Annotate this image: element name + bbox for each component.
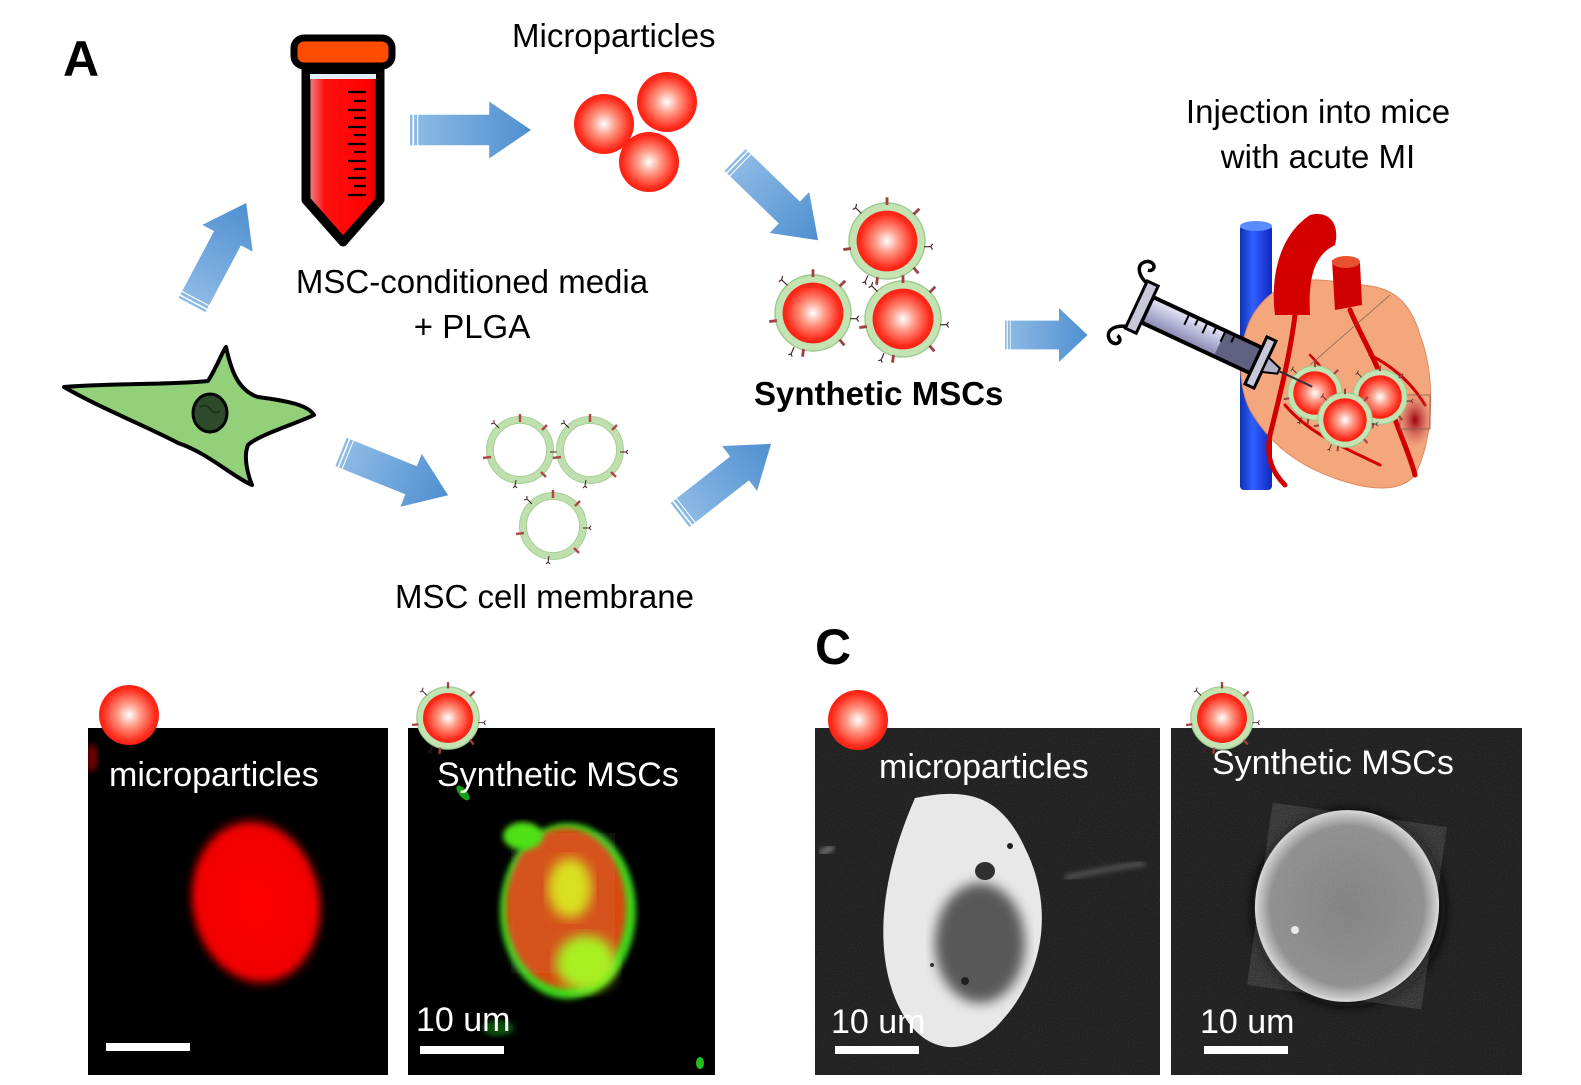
microparticle-icon (828, 690, 888, 750)
media-label-line1: MSC-conditioned media (295, 263, 649, 300)
sem-image-synthetic-mscs: Synthetic MSCs 10 um (1171, 728, 1522, 1075)
syringe-icon (1106, 259, 1313, 391)
scale-label: 10 um (416, 1001, 511, 1039)
msc-cell-icon (62, 345, 316, 487)
image-title: Synthetic MSCs (437, 756, 679, 794)
microparticles-label: Microparticles (512, 17, 716, 54)
fluorescent-microparticle (88, 744, 327, 991)
fluorescence-image-synthetic-mscs: Synthetic MSCs 10 um (408, 728, 715, 1075)
panel-letter-a: A (63, 31, 100, 87)
microparticles-icon (574, 72, 697, 192)
synthetic-mscs-icon (767, 195, 951, 365)
synthetic-msc-icon (410, 680, 487, 756)
image-title: microparticles (109, 756, 319, 794)
arrow-icon (409, 100, 532, 160)
panel-letter-c: C (815, 619, 852, 675)
image-title: microparticles (879, 748, 1089, 786)
synthetic-msc-icon (1184, 680, 1261, 756)
scale-label: 10 um (1200, 1003, 1295, 1041)
fluorescence-image-microparticles: microparticles (88, 728, 388, 1075)
membrane-label: MSC cell membrane (395, 578, 694, 615)
membrane-vesicles-icon (475, 410, 650, 570)
scale-label: 10 um (831, 1003, 926, 1041)
injection-label-line2: with acute MI (1220, 137, 1416, 175)
scale-bar (835, 1046, 919, 1054)
injection-label: Injection into mice with acute MI (1168, 90, 1468, 179)
arrow-icon (329, 424, 460, 523)
sem-synthetic-msc (1171, 728, 1522, 1075)
arrow-icon (1004, 307, 1089, 363)
injection-label-line1: Injection into mice (1185, 93, 1451, 130)
microparticle-icon (99, 685, 159, 745)
sem-image-microparticles: microparticles 10 um (815, 728, 1160, 1075)
media-label-line2: + PLGA (413, 307, 531, 345)
arrow-icon (661, 420, 790, 539)
scale-bar (1204, 1046, 1288, 1054)
scale-bar (106, 1043, 190, 1051)
heart-injection-icon (1106, 214, 1433, 490)
test-tube-icon (290, 34, 396, 247)
fluorescent-synthetic-msc (456, 785, 704, 1069)
synthetic-mscs-label: Synthetic MSCs (754, 375, 1004, 412)
scale-bar (420, 1046, 504, 1054)
media-label: MSC-conditioned media + PLGA (272, 260, 672, 349)
sem-microparticle (815, 728, 1160, 1075)
image-title: Synthetic MSCs (1212, 744, 1454, 782)
